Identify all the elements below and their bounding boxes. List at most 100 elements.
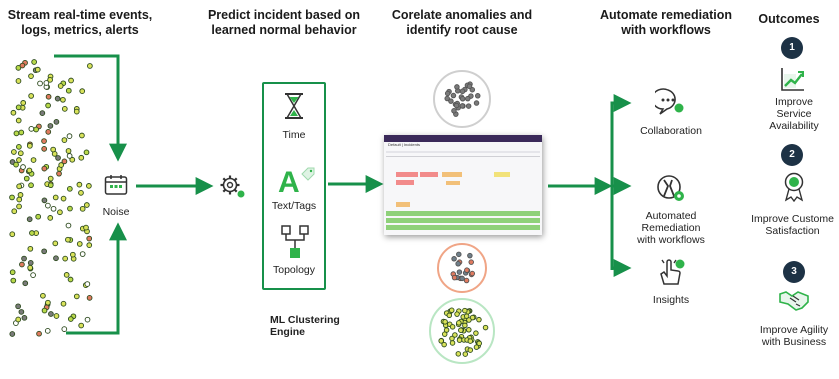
engine-caption: ML Clustering Engine bbox=[270, 314, 340, 338]
header-automate: Automate remediation with workflows bbox=[600, 8, 732, 37]
orange-cluster-dot bbox=[451, 274, 458, 281]
green-cluster-dot bbox=[446, 312, 453, 319]
event-dot bbox=[86, 235, 93, 242]
hourglass-icon bbox=[282, 92, 306, 125]
green-cluster-dot bbox=[476, 340, 482, 347]
orange-cluster-circle bbox=[437, 243, 487, 293]
event-dot bbox=[73, 293, 80, 300]
topology-icon bbox=[280, 224, 310, 265]
event-dot bbox=[60, 96, 66, 103]
outcome-1-label: Improve Service Availability bbox=[769, 96, 819, 132]
orange-cluster-dot bbox=[451, 256, 457, 262]
green-cluster-circle bbox=[429, 298, 495, 364]
green-cluster-dot bbox=[449, 340, 456, 346]
event-dot bbox=[19, 62, 26, 69]
wrench-gear-icon bbox=[654, 172, 686, 209]
green-cluster-dot bbox=[476, 316, 482, 323]
gray-cluster-dot bbox=[450, 92, 457, 99]
ml-engine-box bbox=[262, 82, 326, 290]
event-dot bbox=[40, 292, 46, 299]
gray-cluster-dot bbox=[453, 102, 460, 109]
event-dot bbox=[79, 88, 86, 94]
event-dot bbox=[13, 161, 19, 168]
green-cluster-dot bbox=[463, 313, 470, 319]
stream-bottom-connector bbox=[66, 222, 127, 335]
event-dot bbox=[79, 132, 85, 139]
gray-cluster-dot bbox=[459, 88, 466, 94]
event-dot bbox=[69, 156, 76, 163]
event-dot bbox=[9, 194, 15, 201]
event-dot bbox=[17, 150, 24, 157]
event-dot bbox=[41, 307, 48, 314]
engine-topology-label: Topology bbox=[272, 264, 316, 276]
letter-a-tag-icon: A bbox=[276, 164, 316, 201]
event-dot bbox=[23, 175, 30, 182]
event-dot bbox=[84, 316, 91, 323]
event-dot bbox=[47, 76, 53, 83]
event-dot bbox=[21, 255, 27, 262]
orange-cluster-dots bbox=[450, 251, 476, 284]
orange-cluster-dot bbox=[469, 270, 476, 277]
gray-cluster-dot bbox=[473, 100, 480, 106]
event-dot bbox=[30, 157, 37, 163]
event-dot bbox=[78, 190, 84, 196]
engine-text-tags-label: Text/Tags bbox=[271, 200, 317, 212]
event-dot bbox=[65, 148, 72, 154]
calendar-icon bbox=[104, 174, 128, 201]
green-cluster-dot bbox=[469, 314, 476, 321]
green-cluster-dot bbox=[448, 307, 455, 314]
green-cluster-dot bbox=[452, 332, 458, 338]
event-dot bbox=[79, 251, 86, 257]
event-dot bbox=[73, 108, 80, 115]
event-dot bbox=[48, 311, 54, 317]
event-dot bbox=[28, 126, 35, 132]
event-dot bbox=[10, 277, 17, 284]
event-dot bbox=[22, 280, 29, 287]
event-dot bbox=[65, 87, 72, 94]
event-dot bbox=[9, 231, 16, 238]
green-cluster-dot bbox=[462, 351, 469, 357]
green-cluster-dot bbox=[443, 327, 450, 333]
event-dot bbox=[20, 100, 27, 106]
event-dot bbox=[47, 182, 54, 189]
green-cluster-dot bbox=[473, 330, 479, 336]
event-dot bbox=[16, 196, 23, 203]
event-dot bbox=[29, 230, 35, 236]
orange-cluster-dot bbox=[456, 251, 462, 258]
orange-cluster-dot bbox=[467, 252, 473, 259]
event-dot bbox=[18, 309, 25, 315]
event-dot bbox=[19, 261, 25, 268]
event-dots-cloud bbox=[9, 59, 93, 337]
green-cluster-dot bbox=[466, 317, 472, 323]
event-dot bbox=[61, 137, 68, 143]
gray-cluster-circle bbox=[433, 70, 491, 128]
gray-cluster-dot bbox=[466, 83, 473, 90]
event-dot bbox=[35, 213, 42, 220]
event-dot bbox=[28, 73, 34, 80]
event-dot bbox=[43, 80, 50, 86]
event-dot bbox=[15, 117, 22, 124]
hand-pointer-icon bbox=[656, 256, 686, 291]
gray-cluster-dot bbox=[444, 90, 451, 97]
event-dot bbox=[50, 205, 57, 212]
action-collaboration-label: Collaboration bbox=[640, 125, 702, 137]
event-dot bbox=[16, 157, 22, 163]
event-dot bbox=[61, 106, 68, 112]
green-cluster-dot bbox=[438, 338, 444, 344]
engine-time-label: Time bbox=[282, 129, 306, 141]
gray-cluster-dot bbox=[451, 108, 457, 114]
event-dot bbox=[30, 272, 36, 278]
event-dot bbox=[47, 123, 54, 129]
svg-text:A: A bbox=[278, 166, 300, 196]
event-dot bbox=[87, 63, 93, 69]
event-dot bbox=[15, 316, 22, 323]
incident-dashboard: Default | Incidents bbox=[384, 135, 542, 235]
event-dot bbox=[86, 183, 92, 189]
event-dot bbox=[69, 251, 76, 258]
event-dot bbox=[58, 162, 65, 168]
header-outcomes: Outcomes bbox=[758, 12, 820, 26]
outcome-3-badge: 3 bbox=[783, 261, 805, 283]
event-dot bbox=[41, 197, 48, 204]
header-stream: Stream real-time events, logs, metrics, … bbox=[7, 8, 153, 37]
event-dot bbox=[52, 194, 59, 201]
